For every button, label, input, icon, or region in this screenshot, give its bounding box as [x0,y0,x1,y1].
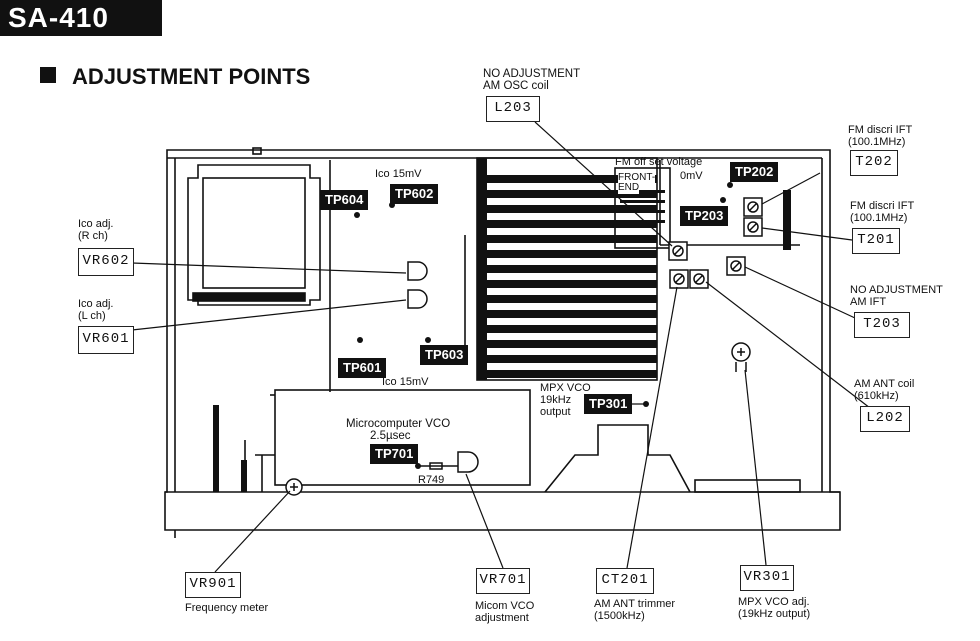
label-micro-2: 2.5µsec [370,430,411,442]
bullet-square-icon [40,67,56,83]
label-no-adj-t203-2: AM IFT [850,296,887,308]
tp602-badge: TP602 [390,184,439,204]
label-fm-discri-t202-1: FM discri IFT [848,124,913,136]
page-title: ADJUSTMENT POINTS [40,64,310,90]
title-text: ADJUSTMENT POINTS [72,64,311,89]
ct201-box: CT201 [596,568,654,594]
label-mpx-2: 19kHz [540,394,572,406]
label-fm-discri-t202-2: (100.1MHz) [848,136,906,148]
t202-box: T202 [850,150,898,176]
tp601-badge: TP601 [338,358,387,378]
label-r749: R749 [418,474,445,486]
label-fm-offset: FM off set voltage [615,156,703,168]
vr301-box: VR301 [740,565,794,591]
model-tag: SA-410 [0,0,162,36]
heatsink-fins [477,158,657,380]
label-am-ant-coil-1: AM ANT coil [854,378,915,390]
label-micro-1: Microcomputer VCO [346,418,451,430]
label-fm-offset-val: 0mV [680,170,703,182]
l203-box: L203 [486,96,540,122]
label-ico-mid: Ico 15mV [382,376,429,388]
label-no-adj-l203-1: NO ADJUSTMENT [483,68,581,80]
t203-box: T203 [854,312,910,338]
tp202-badge: TP202 [730,162,779,182]
vr701-shape [457,451,479,473]
label-ico-l-1: Ico adj. [78,298,114,310]
label-mpx-adj-1: MPX VCO adj. [738,596,810,608]
vr701-box: VR701 [476,568,530,594]
label-mpx-1: MPX VCO [540,382,591,394]
l202-box: L202 [860,406,910,432]
label-no-adj-t203-1: NO ADJUSTMENT [850,284,943,296]
speaker [544,424,691,493]
label-mpx-adj-2: (19kHz output) [738,608,811,620]
label-micom-2: adjustment [475,612,529,624]
label-fm-discri-t201-2: (100.1MHz) [850,212,908,224]
vr601-shape [407,289,428,309]
t201-box: T201 [852,228,900,254]
label-am-ant-coil-2: (610kHz) [854,390,899,402]
label-mpx-3: output [540,406,571,418]
vr601-box: VR601 [78,326,134,354]
tp701-badge: TP701 [370,444,419,464]
label-front-end-2: END [618,182,640,194]
label-ico-l-2: (L ch) [78,310,106,322]
vr602-shape [407,261,428,281]
label-am-trim-1: AM ANT trimmer [594,598,676,610]
label-ico-top: Ico 15mV [375,168,422,180]
label-no-adj-l203-2: AM OSC coil [483,80,549,92]
label-freq-meter: Frequency meter [185,602,269,614]
tp603-badge: TP603 [420,345,469,365]
micro-board [274,389,531,486]
tp203-badge: TP203 [680,206,729,226]
label-am-trim-2: (1500kHz) [594,610,645,622]
label-ico-r-2: (R ch) [78,230,108,242]
label-fm-discri-t201-1: FM discri IFT [850,200,915,212]
vr901-box: VR901 [185,572,241,598]
leader-lines [131,121,871,573]
label-ico-r-1: Ico adj. [78,218,114,230]
vr602-box: VR602 [78,248,134,276]
transformer [187,164,321,306]
tp604-badge: TP604 [320,190,369,210]
label-front-end-1: FRONT- [618,172,656,184]
tp301-badge: TP301 [584,394,633,414]
label-micom-1: Micom VCO [475,600,535,612]
